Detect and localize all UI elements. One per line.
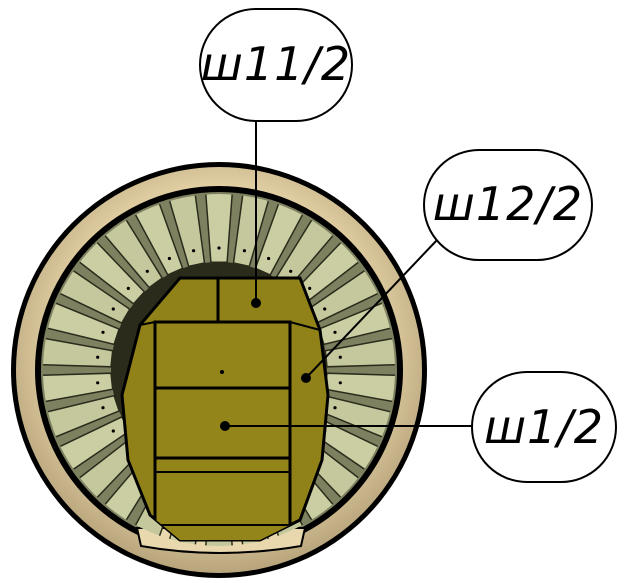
callout-label-w11: ш11/2 [201, 37, 351, 91]
lining-dot [217, 246, 221, 250]
lining-dot [323, 307, 327, 311]
lining-dot [333, 406, 337, 410]
lining-dot [167, 256, 171, 261]
lining-dot [289, 269, 293, 273]
leader-lines [225, 120, 472, 427]
lining-dot [338, 381, 342, 385]
lining-dot [192, 249, 196, 253]
core-blocks [120, 276, 330, 542]
lining-dot [242, 249, 246, 253]
lining-block [324, 337, 395, 368]
lining-dot [96, 355, 100, 359]
lining-block [204, 194, 234, 264]
lining-block [43, 372, 114, 403]
leader-dots [220, 298, 311, 431]
lining-dot [101, 330, 105, 334]
lining-dot [111, 429, 115, 433]
lining-dot [111, 307, 115, 311]
lining-dot [267, 256, 271, 261]
callout-w11: ш11/2 [199, 8, 353, 122]
callout-label-w12: ш12/2 [433, 177, 583, 231]
lining-dot [333, 330, 337, 334]
lining-block [43, 337, 114, 368]
lining-dot [96, 381, 100, 385]
lining-dot [338, 355, 342, 359]
lining-dot [126, 286, 130, 290]
callout-w1: ш1/2 [471, 371, 617, 483]
lining-dot [308, 286, 312, 290]
callout-label-w1: ш1/2 [484, 400, 604, 454]
lining-dot [145, 269, 149, 273]
callout-w12: ш12/2 [423, 149, 593, 261]
lining-dot [101, 406, 105, 410]
